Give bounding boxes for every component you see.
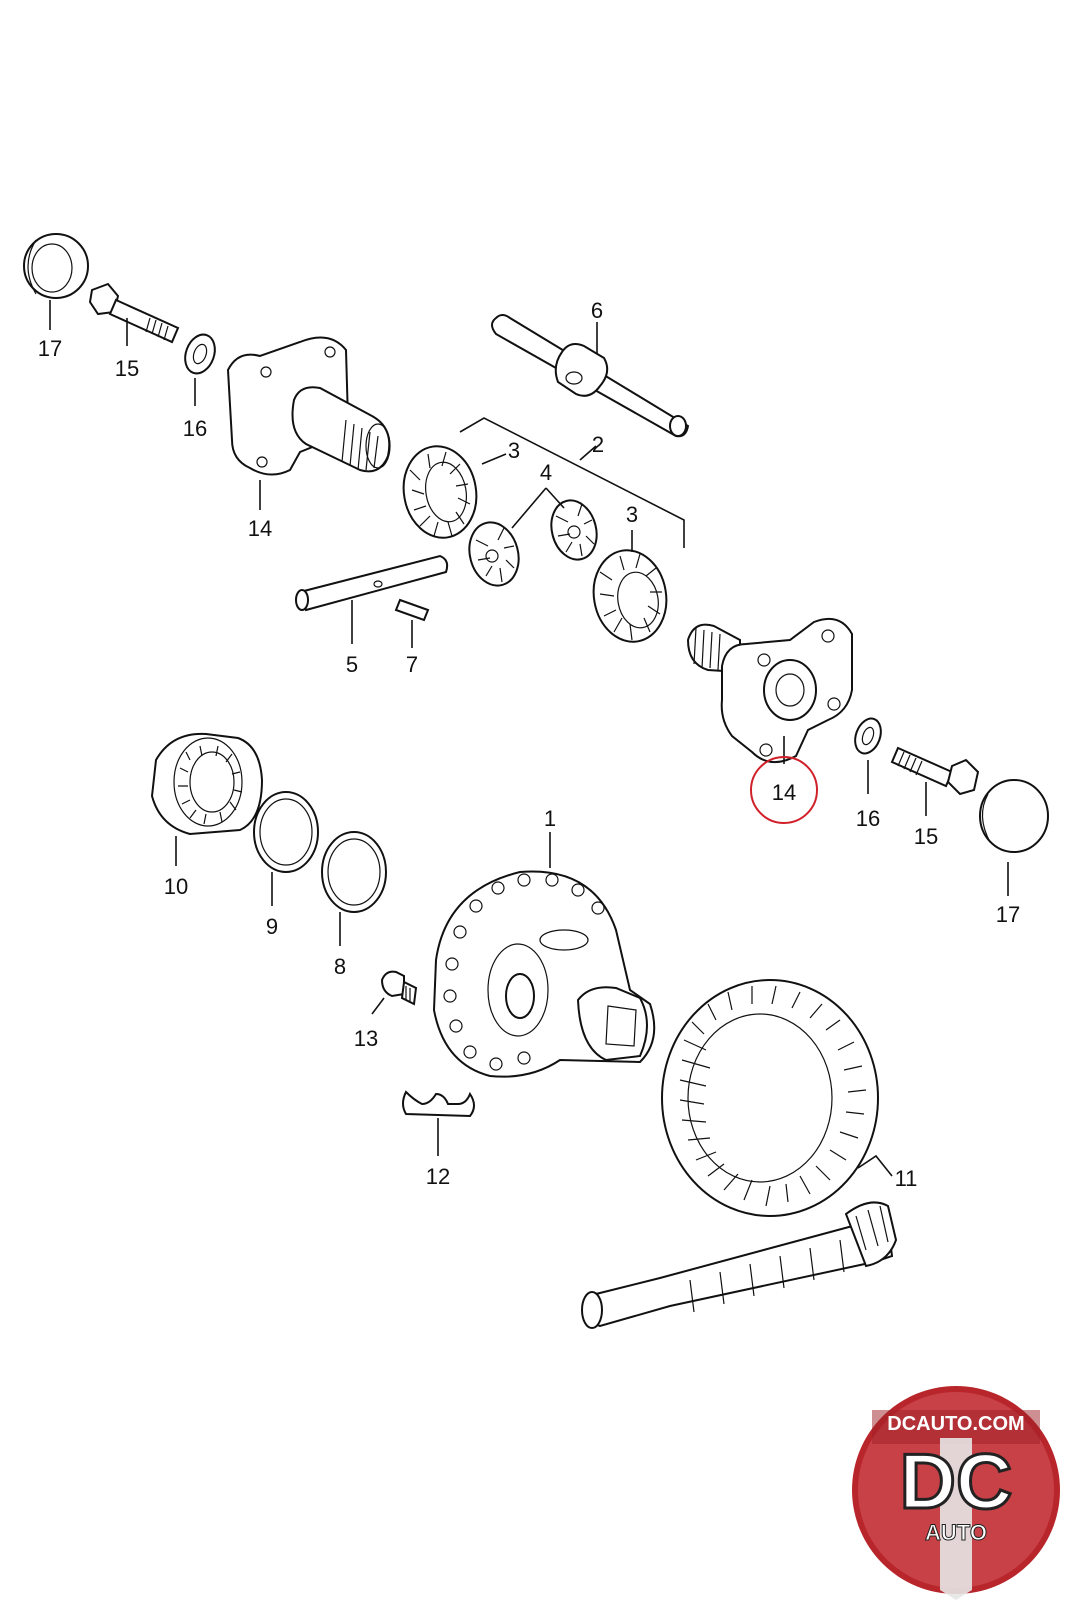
callout-4: 4	[540, 460, 552, 485]
logo-mark-text: DC	[900, 1437, 1013, 1525]
highlight-circle	[750, 756, 818, 824]
cap-17-right	[979, 779, 1049, 853]
callout-15-right: 15	[914, 824, 938, 849]
callout-16-left: 16	[183, 416, 207, 441]
drive-pinion-11	[581, 1201, 898, 1329]
bolt-15-right	[890, 746, 980, 796]
drive-flange-14-left	[226, 336, 391, 476]
pinion-gear-4-left	[468, 521, 520, 587]
callout-15-left: 15	[115, 356, 139, 381]
ring-gear-11	[661, 979, 879, 1217]
pinion-gear-4-right	[550, 499, 598, 561]
seal-17-left	[23, 233, 89, 299]
callout-14-right: 14	[772, 780, 796, 805]
callout-17-right: 17	[996, 902, 1020, 927]
plug-13	[380, 970, 418, 1006]
callout-16-right: 16	[856, 806, 880, 831]
washer-16-right	[854, 717, 882, 755]
callout-1: 1	[544, 806, 556, 831]
pinion-shaft-5	[295, 554, 449, 612]
logo-sub-text: AUTO	[925, 1520, 987, 1545]
callout-11: 11	[895, 1166, 918, 1191]
dcauto-logo: DCAUTO.COM DC AUTO	[852, 1386, 1060, 1600]
differential-housing-1	[432, 870, 656, 1078]
callout-17-left: 17	[38, 336, 62, 361]
callout-13: 13	[354, 1026, 378, 1051]
lock-plate-12	[402, 1090, 475, 1118]
callout-14-left: 14	[248, 516, 272, 541]
bolt-15-left	[88, 282, 180, 344]
shim-9	[253, 791, 319, 873]
callout-2: 2	[592, 432, 604, 457]
shim-8	[321, 831, 387, 913]
bearing-10	[150, 732, 264, 836]
callout-9: 9	[266, 914, 278, 939]
drive-flange-14-right	[686, 618, 853, 763]
callout-7: 7	[406, 652, 418, 677]
callout-3-lower: 3	[626, 502, 638, 527]
roll-pin-7	[394, 598, 430, 622]
callout-10: 10	[164, 874, 188, 899]
callout-6: 6	[591, 298, 603, 323]
washer-16-left	[184, 333, 216, 375]
logo-domain-text: DCAUTO.COM	[887, 1413, 1024, 1435]
callout-5: 5	[346, 652, 358, 677]
callout-12: 12	[426, 1164, 450, 1189]
shaft-6	[491, 314, 690, 438]
side-gear-3-lower	[592, 549, 668, 643]
callout-8: 8	[334, 954, 346, 979]
side-gear-3-upper	[402, 445, 478, 539]
callout-3-upper: 3	[508, 438, 520, 463]
